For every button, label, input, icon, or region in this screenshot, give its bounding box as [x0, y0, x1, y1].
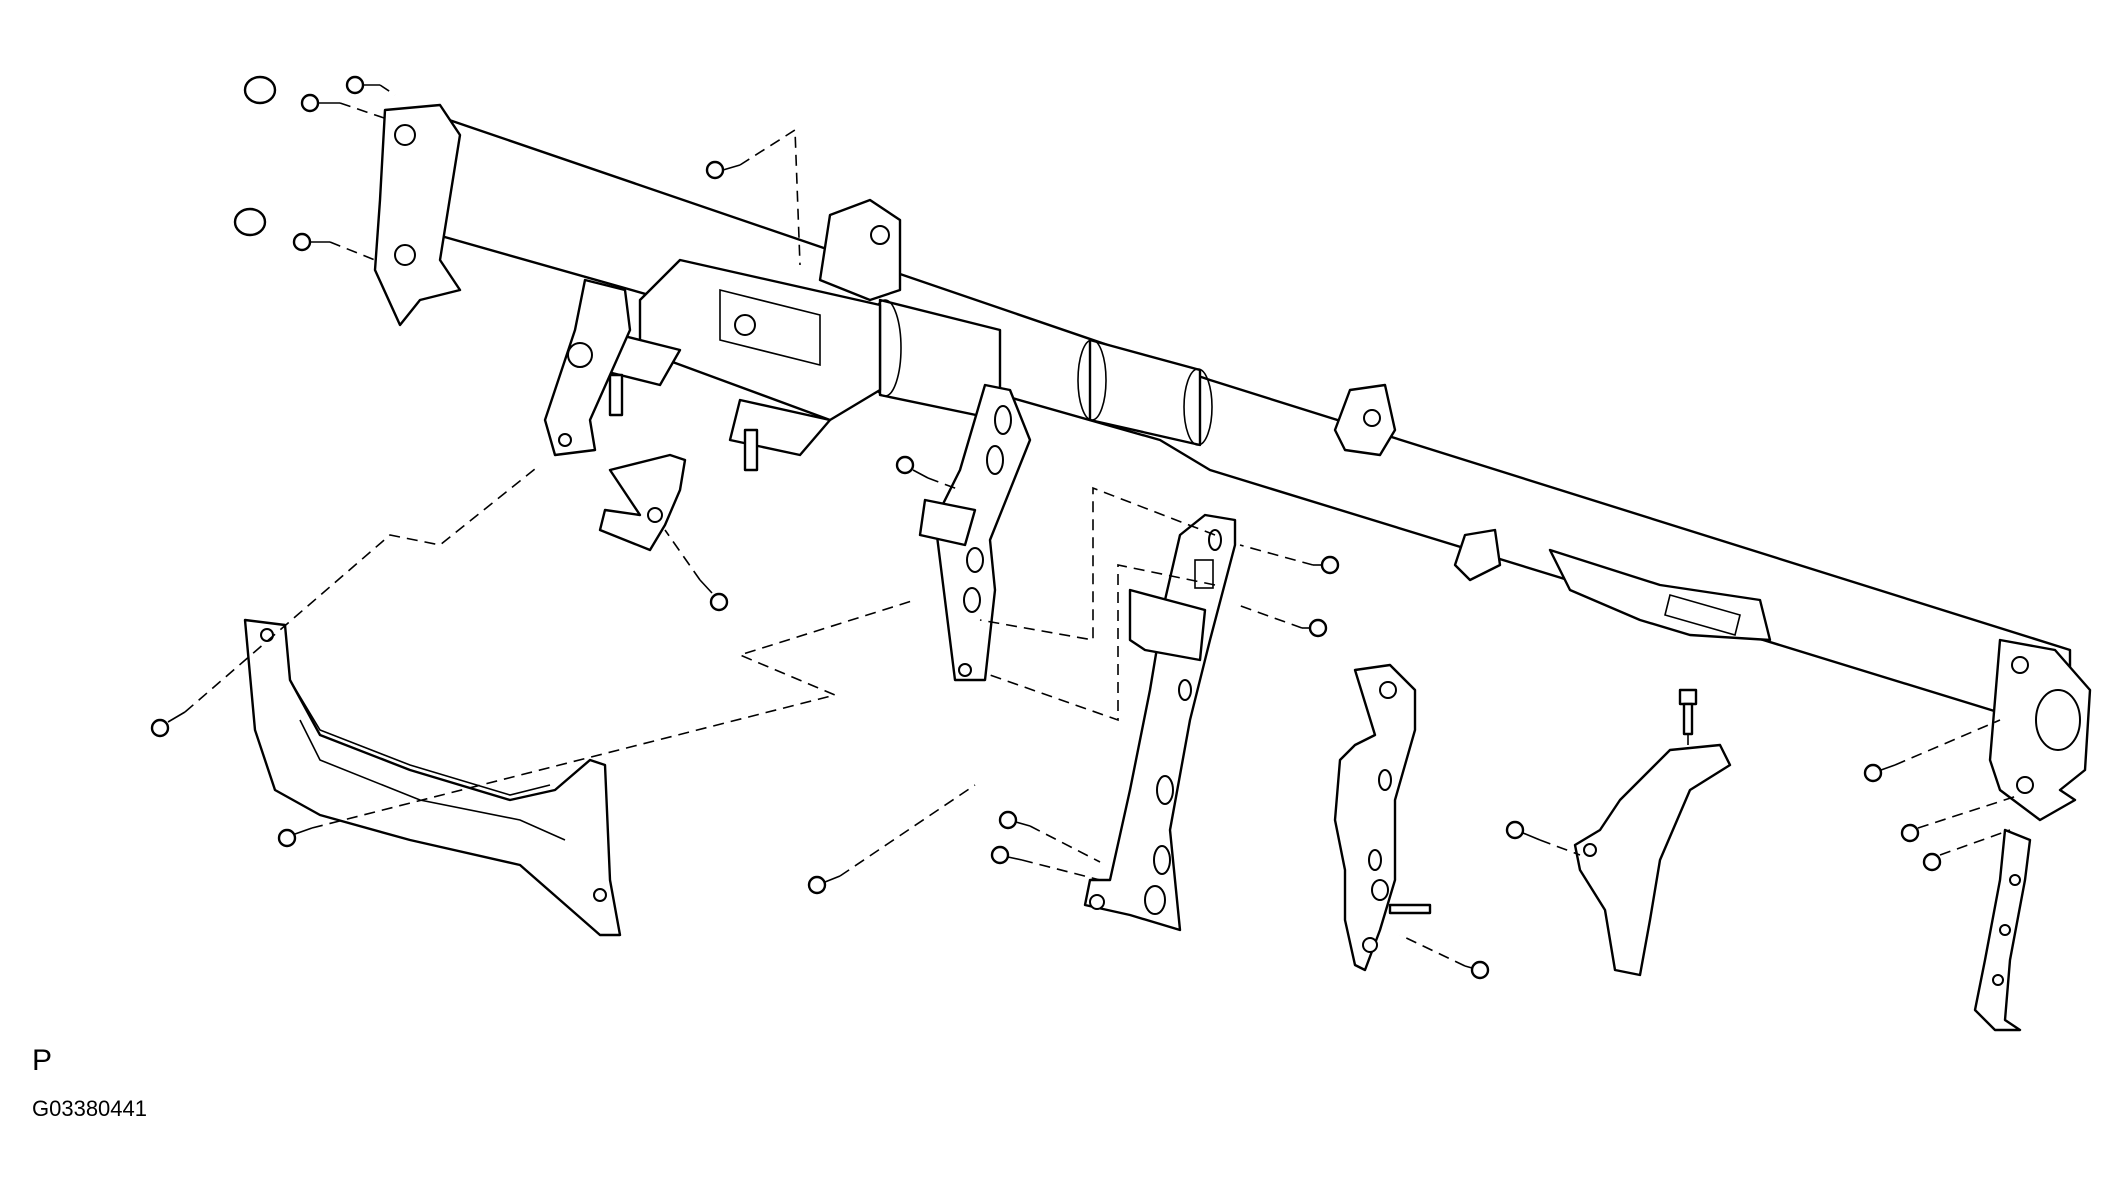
bolt-14 [1464, 960, 1490, 980]
left-knee-bracket [243, 618, 622, 937]
left-vertical-brace [543, 278, 632, 457]
bolt-17 [1863, 763, 1896, 783]
view-letter-label: P [32, 1044, 53, 1077]
center-floor-brace [1083, 513, 1237, 932]
bolt-4 [705, 160, 741, 180]
right-center-brace [1333, 663, 1432, 972]
steering-column-support [918, 383, 1032, 682]
bolt-6 [699, 579, 729, 612]
collar-1 [243, 75, 277, 105]
small-mounting-bracket [598, 453, 687, 552]
alignment-lines [184, 84, 2021, 967]
beam-clip-bracket-1 [1333, 383, 1397, 457]
cross-car-beam [399, 108, 2072, 727]
bolt-5 [895, 455, 929, 479]
figure-id-label: G03380441 [32, 1096, 147, 1121]
beam-clip-bracket-2 [1453, 528, 1502, 582]
upper-center-bracket [818, 198, 902, 302]
bolt-15 [1505, 820, 1541, 841]
bolt-2 [345, 75, 380, 95]
fasteners [150, 75, 1942, 980]
collar-2 [233, 207, 267, 237]
nut-1 [1900, 823, 1920, 843]
bolt-1 [300, 93, 340, 113]
bolt-13 [1302, 618, 1328, 638]
right-lower-bracket [1573, 743, 1732, 977]
beam-clip-bracket-3 [1548, 548, 1772, 642]
bolt-9 [998, 810, 1031, 830]
right-end-strap [1973, 828, 2032, 1032]
nut-2 [1922, 852, 1942, 872]
left-end-bracket [373, 103, 462, 327]
bolt-8 [277, 827, 313, 848]
bolt-7 [150, 711, 186, 738]
bolt-3 [292, 232, 330, 252]
bolt-16 [1678, 688, 1698, 736]
bolt-11 [807, 875, 841, 895]
right-end-bracket [1988, 638, 2092, 822]
bolt-10 [990, 845, 1023, 865]
bolt-12 [1313, 555, 1340, 575]
